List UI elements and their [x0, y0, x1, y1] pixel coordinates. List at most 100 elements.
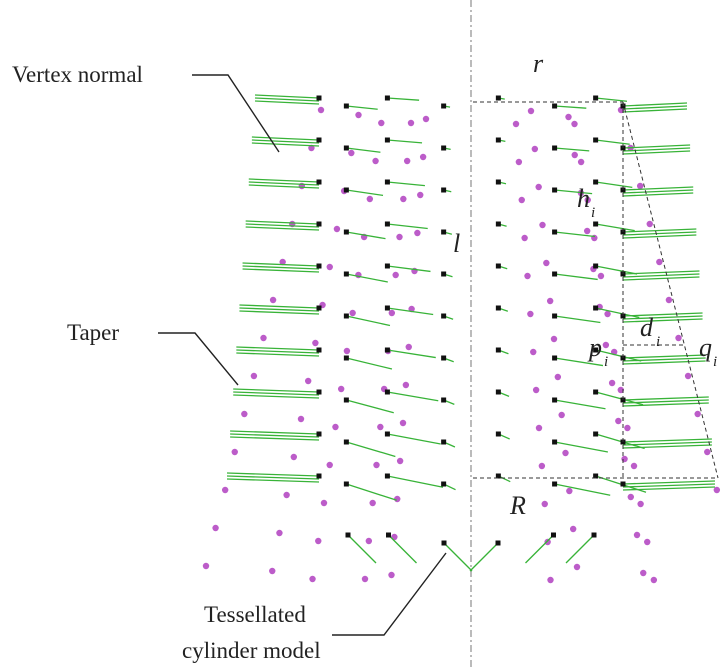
vertex-normal-line [387, 475, 444, 488]
vertex-point [345, 532, 351, 538]
taper-point [392, 271, 399, 279]
label-q-subscript: i [713, 354, 717, 370]
label-r: r [533, 49, 544, 78]
vertex-point [384, 473, 390, 479]
taper-point [297, 415, 305, 423]
vertex-normal-line [239, 304, 320, 309]
taper-point [704, 448, 711, 456]
taper-point [604, 310, 611, 318]
taper-point [569, 525, 577, 533]
taper-point [343, 347, 351, 355]
label-p-i: p i [587, 333, 608, 370]
vertex-normal-line [622, 399, 709, 404]
vertex-normal-line [554, 105, 587, 109]
taper-point [317, 106, 325, 114]
taper-point [558, 411, 565, 419]
taper-point [566, 487, 573, 495]
vertex-point [343, 439, 349, 445]
taper-point [326, 461, 333, 469]
vertex-point [384, 389, 390, 395]
vertex-normal-line [346, 357, 393, 370]
vertex-normal-line [387, 265, 431, 273]
taper-point [543, 259, 550, 267]
vertex-point [384, 305, 390, 311]
vertex-normal-line [622, 315, 703, 320]
taper-point [530, 348, 537, 356]
vertex-normal-line [388, 534, 417, 564]
taper-point [402, 381, 410, 389]
taper-point [512, 120, 520, 128]
vertex-point [593, 389, 599, 395]
vertex-point [343, 481, 349, 487]
vertex-point [441, 103, 447, 109]
vertex-normal-line [622, 273, 700, 278]
taper-point [573, 563, 581, 571]
vertex-point [343, 145, 349, 151]
vertex-point [386, 532, 391, 538]
taper-point [527, 107, 535, 115]
taper-point [546, 297, 554, 305]
taper-point [388, 309, 396, 317]
vertex-point [316, 179, 322, 185]
vertex-normal-line [622, 318, 703, 323]
vertex-normal-line [242, 262, 320, 267]
vertex-normal-line [251, 142, 320, 147]
label-h: h [577, 184, 590, 213]
vertex-normal-line [346, 315, 391, 327]
vertex-point [343, 271, 349, 277]
label-d-i: d i [640, 313, 660, 350]
taper-point [650, 576, 658, 584]
taper-point [656, 258, 663, 266]
vertex-normal-line [233, 391, 320, 396]
taper-point [565, 113, 572, 121]
taper-point [637, 500, 644, 508]
label-l: l [453, 229, 460, 258]
vertex-point [591, 532, 597, 538]
taper-point [633, 531, 641, 539]
vertex-normal-line [387, 349, 436, 359]
vertex-point [552, 481, 558, 487]
taper-point [202, 562, 210, 570]
vertex-normal-layer [226, 94, 716, 572]
taper-point [583, 227, 591, 235]
vertex-normal-line [387, 97, 420, 101]
vertex-normal-line [230, 433, 320, 438]
taper-point [562, 449, 569, 457]
vertex-point [552, 439, 558, 445]
taper-point [524, 272, 531, 280]
taper-point [320, 499, 328, 507]
leader-lines [158, 74, 447, 636]
vertex-normal-line [622, 228, 697, 233]
taper-point [621, 455, 628, 463]
taper-point [617, 386, 624, 394]
vertex-point [620, 229, 626, 235]
vertex-normal-leader [192, 74, 280, 153]
taper-point [636, 182, 644, 190]
vertex-normal-line [239, 310, 320, 315]
vertex-normal-line [245, 220, 320, 225]
taper-point [675, 334, 682, 342]
taper-point [349, 309, 356, 317]
tessellated-callout-line1: Tessellated [204, 602, 306, 627]
vertex-normal-line [469, 542, 499, 572]
taper-point [584, 196, 591, 204]
vertex-normal-line [248, 181, 320, 186]
vertex-normal-line [595, 223, 635, 232]
vertex-normal-line [554, 441, 609, 453]
taper-point [597, 272, 605, 280]
taper-point [414, 229, 421, 237]
taper-point [260, 334, 267, 342]
vertex-point [316, 347, 322, 353]
vertex-normal-line [622, 192, 694, 197]
vertex-normal-line [226, 478, 320, 483]
taper-point [615, 417, 622, 425]
vertex-normal-line [554, 357, 604, 367]
vertex-point [316, 305, 322, 311]
vertex-normal-line [387, 181, 425, 187]
vertex-normal-line [622, 144, 691, 149]
vertex-normal-line [251, 139, 320, 144]
taper-point [378, 119, 385, 127]
vertex-normal-line [554, 273, 598, 281]
taper-point [279, 258, 286, 266]
